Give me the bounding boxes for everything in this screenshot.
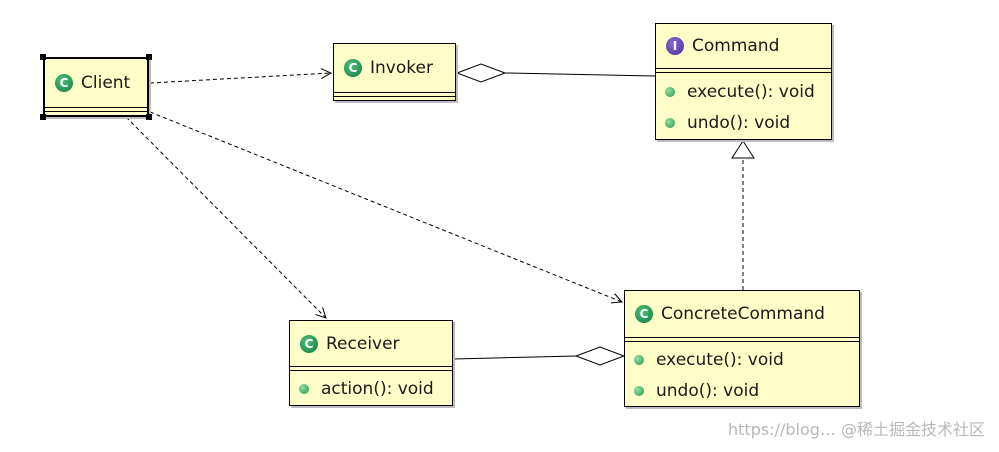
- aggregation-receiver-concretecommand: [452, 355, 577, 360]
- realization-triangle: [731, 140, 755, 159]
- operation-label: execute(): void: [656, 349, 784, 370]
- class-icon: C: [300, 334, 318, 353]
- class-receiver[interactable]: C Receiver action(): void: [289, 320, 453, 406]
- operation-item[interactable]: undo(): void: [625, 375, 859, 406]
- public-operation-icon: [299, 383, 309, 394]
- class-icon: C: [344, 59, 362, 77]
- operation-item[interactable]: execute(): void: [656, 76, 831, 107]
- operation-item[interactable]: execute(): void: [625, 344, 859, 375]
- class-icon: C: [635, 305, 653, 323]
- class-separator: [625, 337, 859, 342]
- selection-handle[interactable]: [146, 114, 152, 120]
- selection-handle[interactable]: [40, 54, 46, 60]
- operation-label: undo(): void: [656, 380, 760, 401]
- aggregation-diamond-invoker: [455, 63, 507, 83]
- aggregation-diamond-concretecommand: [574, 346, 626, 366]
- class-separator: [656, 68, 831, 73]
- dependency-client-concretecommand: [149, 111, 622, 302]
- class-client[interactable]: C Client: [43, 57, 149, 117]
- operations-compartment: execute(): void undo(): void: [625, 342, 859, 410]
- class-separator: [290, 366, 452, 371]
- class-compartments: [45, 107, 147, 112]
- public-operation-icon: [665, 117, 675, 128]
- watermark: https://blog… @稀土掘金技术社区: [728, 420, 985, 439]
- operation-label: action(): void: [321, 378, 434, 399]
- public-operation-icon: [634, 385, 644, 396]
- operation-item[interactable]: action(): void: [290, 373, 452, 404]
- class-name: Command: [692, 36, 780, 56]
- interface-icon: I: [666, 37, 684, 55]
- class-command-header: I Command: [656, 24, 831, 68]
- operation-label: undo(): void: [687, 112, 791, 133]
- class-concretecommand-header: C ConcreteCommand: [625, 291, 859, 337]
- operation-item[interactable]: undo(): void: [656, 107, 831, 138]
- dependency-client-invoker: [149, 73, 331, 84]
- class-name: ConcreteCommand: [661, 304, 825, 324]
- public-operation-icon: [665, 86, 675, 97]
- aggregation-invoker-command: [504, 72, 656, 77]
- selection-handle[interactable]: [40, 114, 46, 120]
- operation-label: execute(): void: [687, 81, 815, 102]
- public-operation-icon: [634, 354, 644, 365]
- class-invoker[interactable]: C Invoker: [333, 43, 456, 101]
- class-name: Invoker: [370, 58, 433, 78]
- class-client-header: C Client: [45, 59, 147, 107]
- class-command[interactable]: I Command execute(): void undo(): void: [655, 23, 832, 140]
- class-concretecommand[interactable]: C ConcreteCommand execute(): void undo()…: [624, 290, 860, 407]
- class-compartments: [334, 92, 455, 97]
- class-name: Receiver: [326, 333, 400, 354]
- dependency-client-receiver: [125, 116, 326, 318]
- class-icon: C: [55, 74, 73, 92]
- class-invoker-header: C Invoker: [334, 44, 455, 92]
- operations-compartment: execute(): void undo(): void: [656, 73, 831, 142]
- class-receiver-header: C Receiver: [290, 321, 452, 366]
- selection-handle[interactable]: [146, 54, 152, 60]
- class-name: Client: [81, 73, 131, 93]
- operations-compartment: action(): void: [290, 371, 452, 408]
